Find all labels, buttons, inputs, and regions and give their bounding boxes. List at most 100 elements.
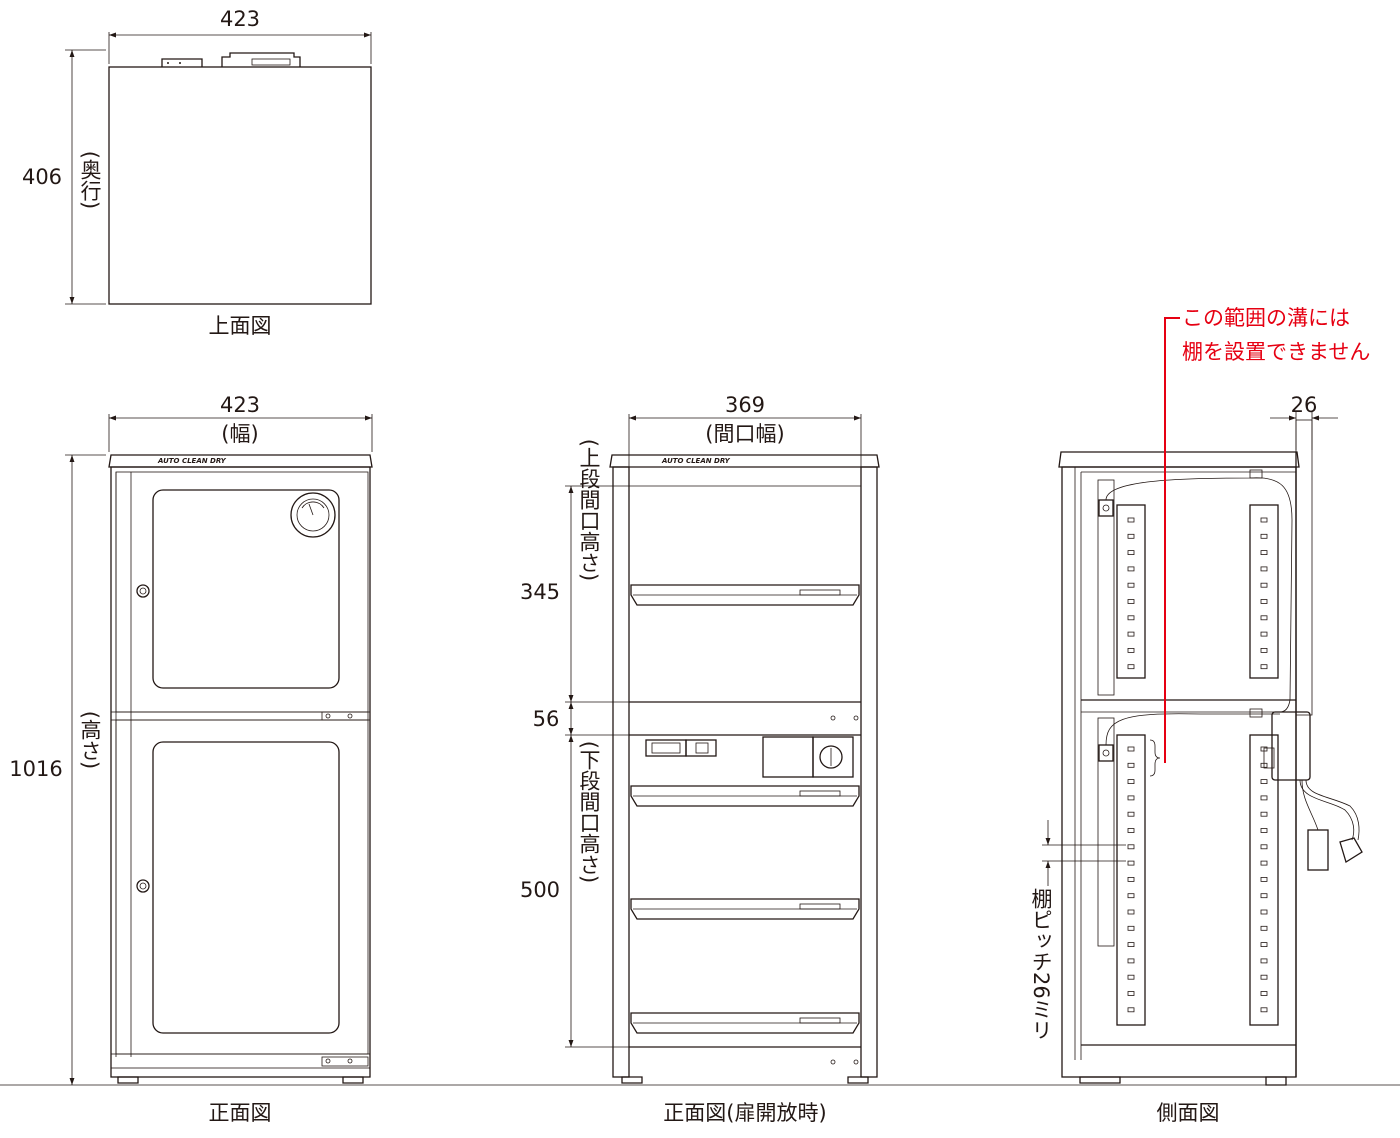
open-top-cap [609, 454, 880, 468]
rail-slot [1127, 582, 1135, 588]
rail-slot [1260, 844, 1268, 850]
rail-slot [1127, 811, 1135, 817]
lower-height-dim: 500 [520, 878, 560, 902]
top-view-unit [221, 52, 301, 67]
shelf-3 [630, 898, 860, 920]
upper-left-rail [1116, 504, 1146, 679]
note-line2: 棚を設置できません [1182, 340, 1370, 364]
rail-slot [1127, 795, 1135, 801]
front-lower-window [152, 741, 340, 1034]
rail-slot [1260, 599, 1268, 604]
note-brace [1149, 739, 1161, 777]
front-width-label: (幅) [221, 422, 258, 446]
rail-slot [1127, 925, 1135, 931]
front-foot-right [342, 1076, 364, 1084]
top-depth-dim: 406 [22, 165, 62, 189]
rail-slot [1260, 566, 1268, 572]
rail-slot [1260, 664, 1268, 670]
front-view: AUTO CLEAN DRY 423 (幅) [9, 393, 373, 1125]
side-top-cap [1058, 451, 1300, 468]
open-view: AUTO CLEAN DRY [520, 393, 880, 1125]
rail-slot [1127, 533, 1135, 539]
upper-lock-icon [136, 584, 150, 598]
rail-slot [1260, 991, 1268, 996]
control-unit [645, 736, 854, 778]
lower-lock-icon [136, 879, 150, 893]
rail-slot [1127, 828, 1135, 833]
rail-slot [1127, 844, 1135, 850]
rail-slot [1260, 828, 1268, 833]
rail-slot [1260, 860, 1268, 866]
open-width-label: (間口幅) [705, 422, 784, 446]
plug-right-icon [1339, 837, 1363, 864]
top-width-dim: 423 [220, 7, 260, 31]
open-right-wall [860, 466, 878, 1078]
top-view-caption: 上面図 [209, 314, 272, 338]
shelf-2 [630, 785, 860, 807]
top-view-body [108, 66, 372, 305]
top-depth-label: (奥行) [78, 151, 102, 209]
front-lower-door [115, 719, 369, 1055]
front-top-cap [108, 454, 373, 468]
rail-slot [1260, 893, 1268, 899]
rail-slot [1127, 958, 1135, 964]
cable [1105, 477, 1293, 713]
rail-slot [1127, 909, 1135, 915]
top-view: 423 406 (奥行) 上面図 [22, 7, 372, 338]
rail-slot [1127, 517, 1135, 523]
open-logo: AUTO CLEAN DRY [661, 457, 731, 465]
shelf-1 [630, 584, 860, 606]
front-height-dim: 1016 [9, 757, 62, 781]
rail-slot [1260, 779, 1268, 784]
rail-slot [1127, 615, 1135, 621]
lower-right-rail [1249, 734, 1279, 1026]
rail-slot [1260, 533, 1268, 539]
rail-slot [1260, 925, 1268, 931]
middle-height-dim: 56 [533, 707, 560, 731]
front-view-caption: 正面図 [209, 1101, 272, 1125]
plug-icon [1307, 829, 1329, 871]
rail-slot [1127, 1007, 1135, 1013]
open-left-wall [612, 466, 630, 1078]
front-logo: AUTO CLEAN DRY [157, 457, 227, 465]
upper-height-dim: 345 [520, 580, 560, 604]
rail-slot [1260, 1007, 1268, 1013]
shelf-4 [630, 1012, 860, 1034]
front-upper-window [152, 489, 340, 689]
open-width-dim: 369 [725, 393, 765, 417]
side-view: 26 この範囲の溝には 棚を設置できません 棚ピッチ26ミリ 側面図 [1029, 306, 1370, 1125]
rail-slot [1127, 648, 1135, 653]
side-depth-dim: 26 [1291, 393, 1318, 417]
rail-slot [1127, 877, 1135, 882]
rail-slot [1127, 974, 1135, 980]
rail-slot [1127, 599, 1135, 604]
rail-slot [1260, 942, 1268, 947]
rail-slot [1127, 893, 1135, 899]
rail-slot [1260, 974, 1268, 980]
rail-slot [1260, 631, 1268, 637]
rail-slot [1127, 991, 1135, 996]
side-body [1061, 466, 1297, 1078]
rail-slot [1260, 582, 1268, 588]
front-foot-left [117, 1076, 139, 1084]
hygrometer-icon [290, 492, 336, 538]
pitch-label: 棚ピッチ26ミリ [1029, 888, 1053, 1041]
rail-slot [1260, 909, 1268, 915]
open-view-caption: 正面図(扉開放時) [663, 1101, 826, 1125]
rail-slot [1127, 550, 1135, 555]
rail-slot [1260, 517, 1268, 523]
rail-slot [1127, 779, 1135, 784]
rail-slot [1260, 795, 1268, 801]
front-body [110, 466, 371, 1078]
note-leader [1164, 317, 1180, 763]
rail-slot [1127, 860, 1135, 866]
rail-slot [1127, 762, 1135, 768]
side-view-caption: 側面図 [1157, 1101, 1220, 1125]
rail-slot [1127, 746, 1135, 752]
rail-slot [1127, 942, 1135, 947]
front-width-dim: 423 [220, 393, 260, 417]
front-upper-door [115, 471, 369, 713]
rail-slot [1127, 566, 1135, 572]
rail-slot [1260, 550, 1268, 555]
